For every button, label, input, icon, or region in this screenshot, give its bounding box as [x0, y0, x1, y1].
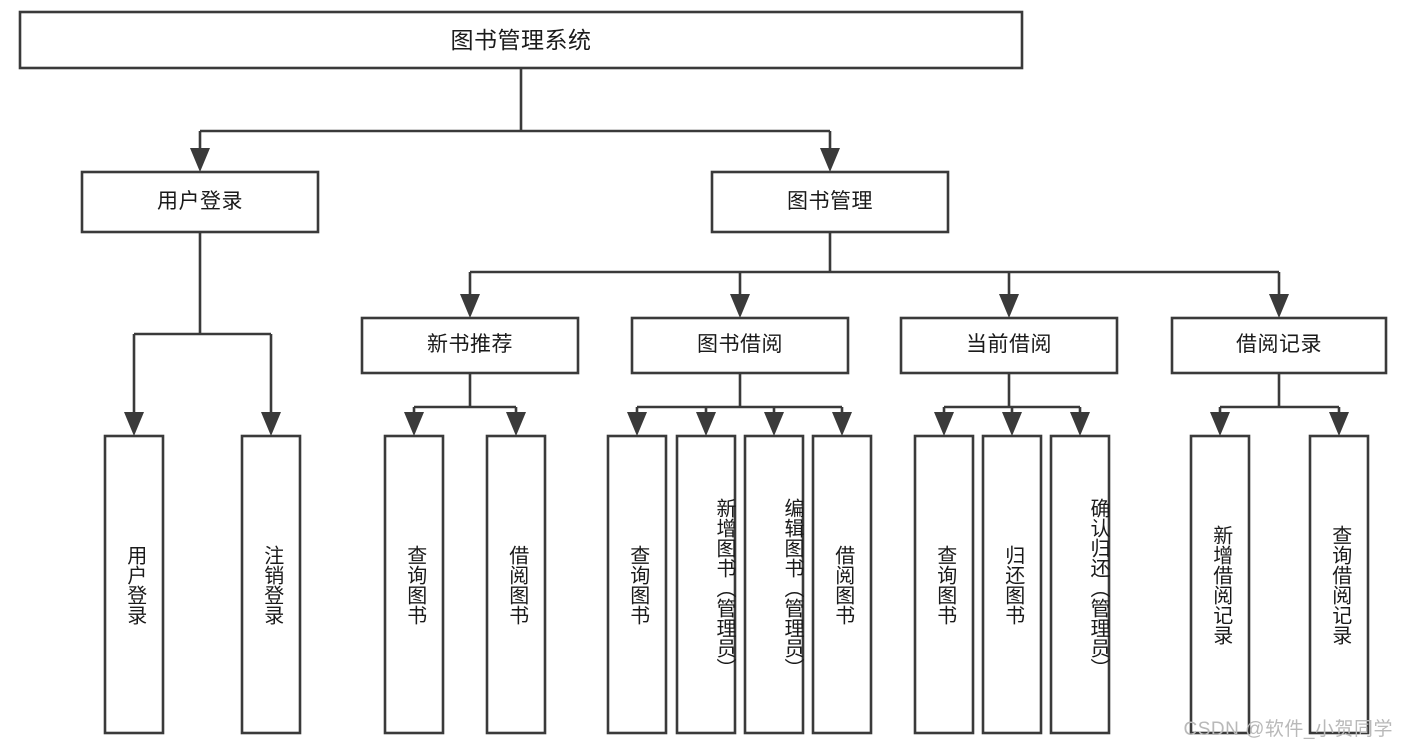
arrow-head-icon — [1002, 412, 1022, 436]
arrow-head-icon — [124, 412, 144, 436]
arrow-head-icon — [627, 412, 647, 436]
arrow-head-icon — [832, 412, 852, 436]
leaf-query-book-3-box[interactable] — [913, 434, 975, 735]
leaf-add-book-admin-box[interactable] — [675, 434, 737, 735]
node-root-box[interactable] — [18, 10, 1024, 70]
arrow-head-icon — [1269, 294, 1289, 318]
leaf-query-book-1-box[interactable] — [383, 434, 445, 735]
connector-user-login-to-leaves — [124, 232, 281, 436]
leaf-edit-book-admin-box[interactable] — [743, 434, 805, 735]
node-new-book-rec-box[interactable] — [360, 316, 580, 375]
leaf-confirm-return-admin-box[interactable] — [1049, 434, 1111, 735]
leaf-query-record-box[interactable] — [1308, 434, 1370, 735]
leaf-user-login-box[interactable] — [103, 434, 165, 735]
arrow-head-icon — [190, 148, 210, 172]
connector-book-manage-to-level3 — [460, 232, 1289, 318]
leaf-return-book-box[interactable] — [981, 434, 1043, 735]
arrow-head-icon — [820, 148, 840, 172]
arrow-head-icon — [460, 294, 480, 318]
arrow-head-icon — [1329, 412, 1349, 436]
node-user-login-box[interactable] — [80, 170, 320, 234]
node-book-manage-box[interactable] — [710, 170, 950, 234]
arrow-head-icon — [999, 294, 1019, 318]
arrow-head-icon — [261, 412, 281, 436]
leaf-borrow-book-2-box[interactable] — [811, 434, 873, 735]
connector-book-borrow-to-leaves — [627, 373, 852, 436]
arrow-head-icon — [1070, 412, 1090, 436]
connector-new-book-rec-to-leaves — [404, 373, 526, 436]
leaf-query-book-2-box[interactable] — [606, 434, 668, 735]
arrow-head-icon — [1210, 412, 1230, 436]
connector-borrow-record-to-leaves — [1210, 373, 1349, 436]
node-current-borrow-box[interactable] — [899, 316, 1119, 375]
node-borrow-record-box[interactable] — [1170, 316, 1388, 375]
arrow-head-icon — [404, 412, 424, 436]
arrow-head-icon — [696, 412, 716, 436]
arrow-head-icon — [764, 412, 784, 436]
connector-root-to-level2 — [190, 68, 840, 172]
leaf-user-logout-box[interactable] — [240, 434, 302, 735]
node-book-borrow-box[interactable] — [630, 316, 850, 375]
leaf-add-record-box[interactable] — [1189, 434, 1251, 735]
leaf-borrow-book-1-box[interactable] — [485, 434, 547, 735]
connector-current-borrow-to-leaves — [934, 373, 1090, 436]
arrow-head-icon — [506, 412, 526, 436]
arrow-head-icon — [730, 294, 750, 318]
arrow-head-icon — [934, 412, 954, 436]
